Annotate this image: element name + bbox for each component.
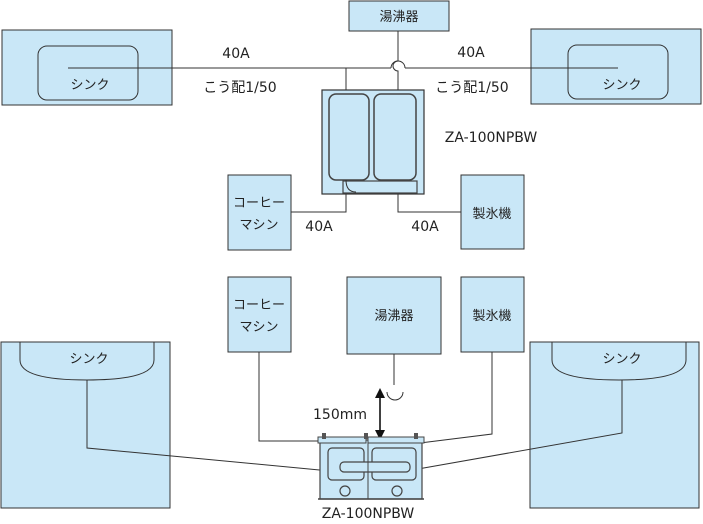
water-heater-label-bottom: 湯沸器 xyxy=(374,309,413,324)
pipe-left-size: 40A xyxy=(222,46,250,62)
coffee-drain-bottom xyxy=(258,352,352,442)
unit-handle-mid xyxy=(364,433,368,439)
coffee-pipe-size: 40A xyxy=(305,219,333,235)
sink-right-label-bottom: シンク xyxy=(602,352,641,367)
gap-arrow-down xyxy=(375,430,385,440)
coffee-label-bottom-1: コーヒー xyxy=(233,298,285,313)
slope-left-label: こう配1/50 xyxy=(203,80,276,96)
coffee-label-top-2: マシン xyxy=(239,218,278,233)
ice-maker-label-bottom: 製氷機 xyxy=(472,309,511,324)
unit-handle-right xyxy=(414,433,418,439)
unit-inner-bend xyxy=(345,179,357,193)
sink-right-basin-top xyxy=(567,44,669,100)
unit-cross-pipe xyxy=(339,461,411,473)
unit-handle-left xyxy=(322,433,326,439)
ice-drain-bottom xyxy=(419,352,493,444)
sink-left-basin-top xyxy=(37,45,139,101)
sink-right-drain-bottom xyxy=(417,380,623,470)
unit-valve-right xyxy=(391,485,403,497)
sink-left-label-top: シンク xyxy=(70,78,109,93)
unit-tank-right xyxy=(373,93,417,181)
unit-lid-left xyxy=(317,436,367,444)
water-heater-box-top xyxy=(348,0,450,32)
gap-label: 150mm xyxy=(313,407,367,423)
sink-right-label-top: シンク xyxy=(602,78,641,93)
coffee-machine-box-bottom xyxy=(227,276,292,353)
ice-maker-box-top xyxy=(460,174,525,250)
elevation-view: コーヒー マシン 湯沸器 製氷機 シンク シンク 150mm xyxy=(0,276,700,522)
unit-valve-left xyxy=(339,485,351,497)
coffee-drain-pipe xyxy=(291,194,347,213)
unit-elevation xyxy=(317,433,425,500)
unit-tank-left xyxy=(328,93,370,181)
coffee-machine-box-top xyxy=(227,174,292,251)
heater-trap-bottom xyxy=(386,391,404,401)
sink-right-basin-bottom xyxy=(551,341,687,381)
ice-pipe-size: 40A xyxy=(411,219,439,235)
coffee-label-top-1: コーヒー xyxy=(233,196,285,211)
water-heater-label-top: 湯沸器 xyxy=(379,10,418,25)
plan-view: 湯沸器 シンク シンク 40A 40A こう配1/50 こう配1/50 ZA-1… xyxy=(1,0,702,251)
gap-arrow-up xyxy=(375,388,385,398)
heater-drain-trap xyxy=(392,60,399,90)
unit-model-top: ZA-100NPBW xyxy=(445,130,538,146)
sink-left-label-bottom: シンク xyxy=(69,352,108,367)
unit-model-bottom: ZA-100NPBW xyxy=(322,506,415,522)
ice-drain-pipe xyxy=(397,194,461,213)
ice-maker-box-bottom xyxy=(460,276,525,353)
slope-right-label: こう配1/50 xyxy=(435,80,508,96)
sink-left-drain-bottom xyxy=(86,380,331,472)
ice-maker-label-top: 製氷機 xyxy=(472,207,511,222)
unit-inlet-bar xyxy=(342,180,418,194)
coffee-label-bottom-2: マシン xyxy=(239,320,278,335)
pipe-right-size: 40A xyxy=(457,45,485,61)
